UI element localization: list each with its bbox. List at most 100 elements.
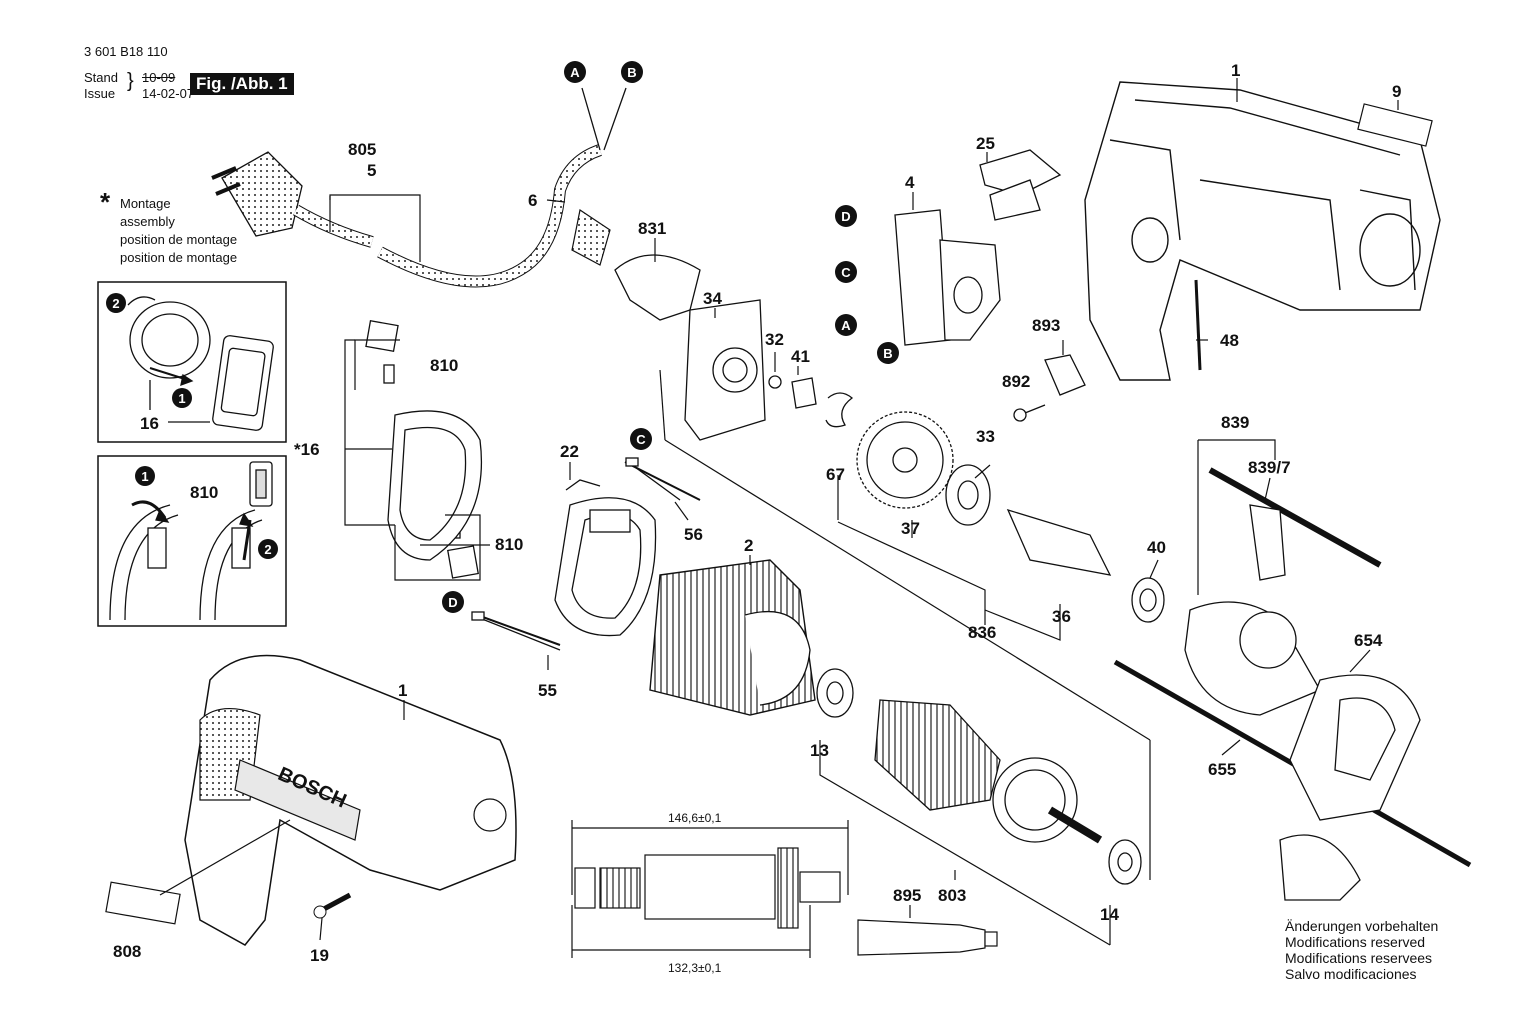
part-label-810-b: 810 (190, 483, 218, 502)
step-marker-2-inset1: 2 (106, 293, 126, 313)
connector-marker-c-switch: C (835, 261, 857, 283)
connector-letter: C (636, 432, 646, 447)
connector-letter: D (841, 209, 850, 224)
part-label-810-c: 810 (495, 535, 523, 554)
note-line: Montage (120, 196, 171, 211)
part-label-48: 48 (1220, 331, 1239, 350)
connector-letter: C (841, 265, 851, 280)
step-marker-2-inset2: 2 (258, 539, 278, 559)
part-label-37: 37 (901, 519, 920, 538)
armature-dimension-drawing (571, 820, 849, 958)
brush-assembly (365, 320, 483, 579)
issue-date: 14-02-07 (142, 86, 195, 101)
part-label-14: 14 (1100, 905, 1119, 924)
step-number: 1 (178, 391, 185, 406)
document-number: 3 601 B18 110 (84, 44, 168, 59)
part-label-655: 655 (1208, 760, 1236, 779)
part-label-41: 41 (791, 347, 810, 366)
part-label-22: 22 (560, 442, 579, 461)
connector-marker-c-wire: C (630, 428, 652, 450)
part-label-36: 36 (1052, 607, 1071, 626)
part-label-32: 32 (765, 330, 784, 349)
part-label-893: 893 (1032, 316, 1060, 335)
drill-housing-assembled: BOSCH (184, 654, 517, 946)
part-label-5: 5 (367, 161, 376, 180)
mod-line: Salvo modificaciones (1285, 966, 1417, 982)
assembly-note: Montage assembly position de montage pos… (120, 195, 237, 267)
screw-19 (313, 892, 352, 919)
connector-marker-d-wire: D (442, 591, 464, 613)
connector-marker-b-switch: B (877, 342, 899, 364)
step-marker-1-inset1: 1 (172, 388, 192, 408)
dimension-body: 132,3±0,1 (668, 961, 722, 975)
old-date: 10-09 (142, 70, 176, 85)
part-label-55: 55 (538, 681, 557, 700)
dimension-overall: 146,6±0,1 (668, 811, 722, 825)
part-label-805: 805 (348, 140, 376, 159)
field-stator (649, 559, 816, 716)
part-label-4: 4 (905, 173, 915, 192)
part-label-34: 34 (703, 289, 722, 308)
part-label-803: 803 (938, 886, 966, 905)
part-label-1-top: 1 (1231, 61, 1240, 80)
note-line: position de montage (120, 232, 238, 247)
mod-line: Modifications reservees (1285, 950, 1433, 966)
part-label-25: 25 (976, 134, 995, 153)
part-label-808: 808 (113, 942, 141, 961)
label-strip-9 (1357, 103, 1433, 147)
wire-links (471, 457, 681, 651)
connector-letter: A (841, 318, 851, 333)
issue-label: Issue (84, 86, 116, 101)
part-label-654: 654 (1354, 631, 1383, 650)
connector-marker-a-switch: A (835, 314, 857, 336)
grease-tube (857, 919, 998, 956)
gear-spindle (856, 411, 1165, 623)
chuck-and-key (1184, 467, 1382, 716)
bearing-13 (816, 668, 854, 718)
connector-marker-a-top: A (564, 61, 586, 83)
inset-2-drawing (109, 461, 273, 621)
part-label-810-a: 810 (430, 356, 458, 375)
mod-line: Modifications reserved (1285, 934, 1426, 950)
bearing-14 (1108, 839, 1142, 885)
connector-letter: D (448, 595, 457, 610)
modifications-note: Änderungen vorbehalten Modifications res… (1285, 918, 1438, 982)
part-label-67: 67 (826, 465, 845, 484)
brace: } (127, 70, 134, 92)
part-label-16: 16 (140, 414, 159, 433)
part-label-2: 2 (744, 536, 753, 555)
assembly-star: * (100, 187, 111, 217)
part-label-33: 33 (976, 427, 995, 446)
figure-label: Fig. /Abb. 1 (190, 73, 294, 95)
brush-holder-ring (479, 461, 701, 646)
stand-label: Stand (84, 70, 118, 85)
part-label-40: 40 (1147, 538, 1166, 557)
mod-line: Änderungen vorbehalten (1285, 918, 1439, 934)
step-number: 1 (141, 469, 148, 484)
step-number: 2 (264, 542, 271, 557)
connector-marker-b-top: B (621, 61, 643, 83)
connector-letter: B (883, 346, 892, 361)
armature (874, 699, 1103, 844)
part-label-16-star: *16 (294, 440, 320, 459)
note-line: assembly (120, 214, 175, 229)
note-line: position de montage (120, 250, 238, 265)
step-number: 2 (112, 296, 119, 311)
part-label-839: 839 (1221, 413, 1249, 432)
part-label-1-bottom: 1 (398, 681, 407, 700)
connector-letter: B (627, 65, 636, 80)
connector-letter: A (570, 65, 580, 80)
inset-box-1 (97, 281, 287, 443)
part-label-895: 895 (893, 886, 921, 905)
leader-lines (159, 78, 1399, 946)
inset-box-2 (97, 455, 287, 627)
part-label-19: 19 (310, 946, 329, 965)
switch-assembly (614, 149, 1086, 441)
part-label-13: 13 (810, 741, 829, 760)
connector-marker-d-switch: D (835, 205, 857, 227)
label-plate-808 (105, 881, 181, 925)
part-label-892: 892 (1002, 372, 1030, 391)
part-label-836: 836 (968, 623, 996, 642)
